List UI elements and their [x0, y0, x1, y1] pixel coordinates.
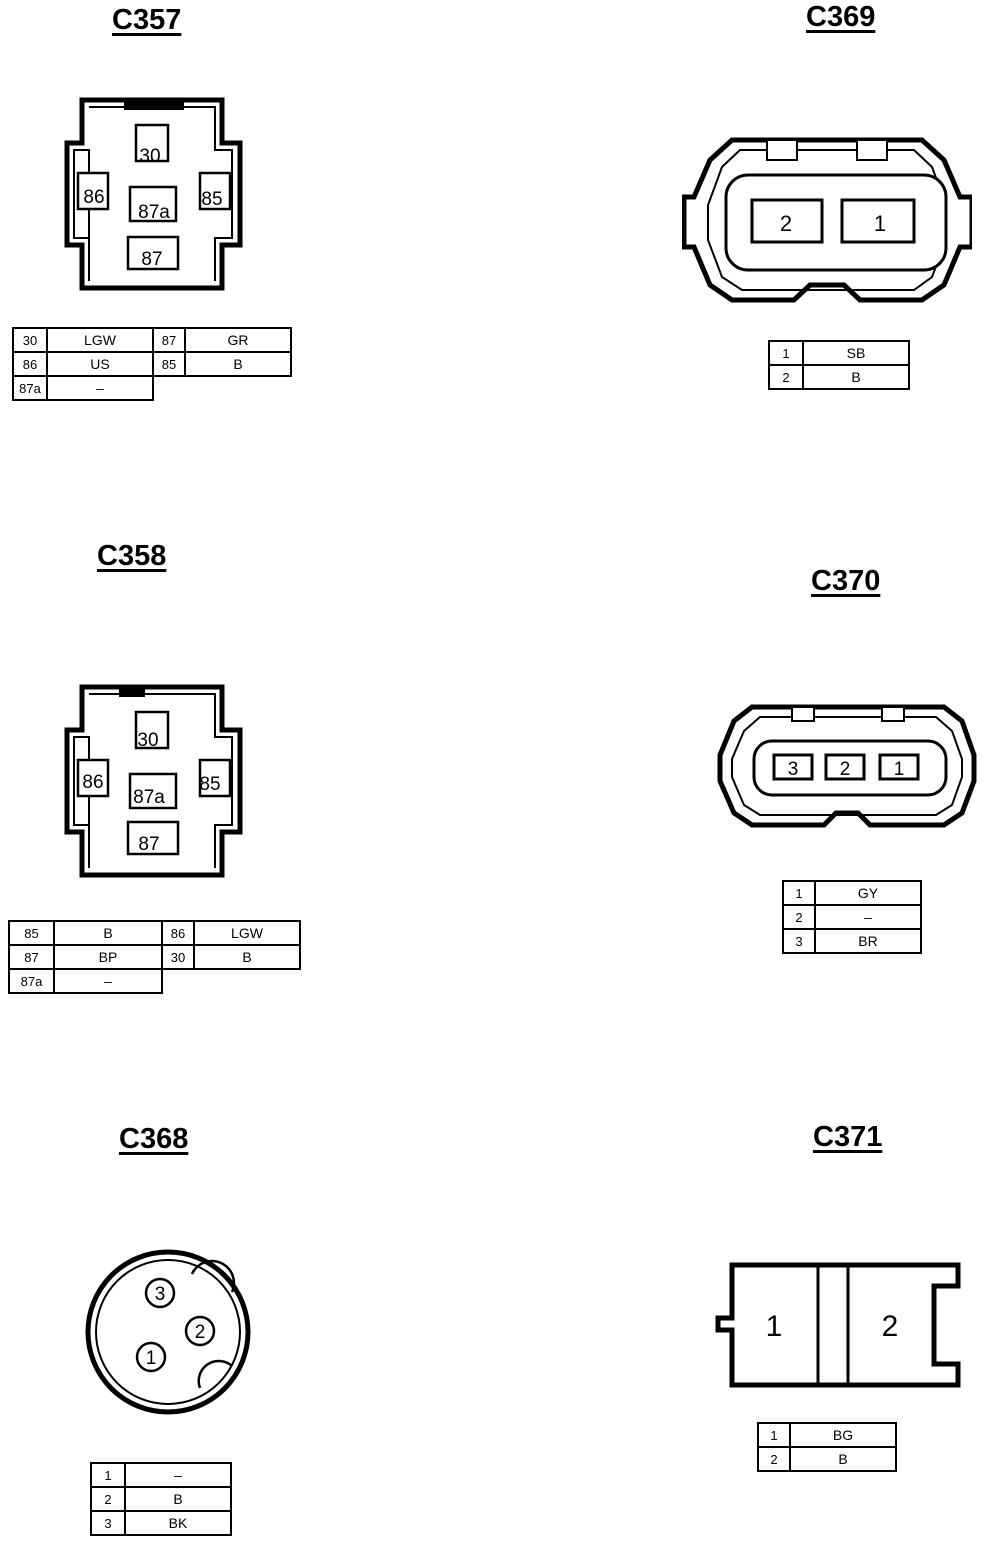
c369-cavity-1: 1 — [874, 211, 886, 236]
c358-cavity-87a: 87a — [133, 787, 165, 808]
c358-cavity-87: 87 — [138, 834, 159, 855]
c368-pinout-table: 1 – 2 B 3 BK — [90, 1462, 232, 1536]
c370-cavity-1: 1 — [894, 759, 905, 780]
c358-cavity-86: 86 — [82, 772, 103, 793]
c370-cavity-2: 2 — [840, 759, 851, 780]
c368-cavity-3: 3 — [155, 1284, 166, 1305]
table-row: 87 BP 30 B — [8, 944, 301, 970]
c357-title: C357 — [112, 4, 182, 36]
c370-pinout-table: 1 GY 2 – 3 BR — [782, 880, 922, 954]
c371-cavity-2: 2 — [882, 1310, 899, 1343]
c358-cavity-85: 85 — [199, 774, 220, 795]
table-row: 30 LGW 87 GR — [12, 327, 292, 353]
table-row: 1 – — [90, 1462, 232, 1488]
c358-pinout-table: 85 B 86 LGW 87 BP 30 B 87a – — [8, 920, 301, 994]
c368-cavity-1: 1 — [146, 1348, 157, 1369]
c358-connector-face: 30 86 87a 85 87 — [64, 684, 243, 878]
c369-title: C369 — [806, 1, 876, 33]
c357-cavity-86: 86 — [83, 187, 104, 208]
c368-title: C368 — [119, 1123, 189, 1155]
c370-connector-face: 3 2 1 — [717, 704, 977, 828]
table-row: 87a – — [8, 968, 300, 994]
c357-cavity-87a: 87a — [138, 202, 170, 223]
c357-cavity-87: 87 — [141, 249, 162, 270]
c357-pinout-table: 30 LGW 87 GR 86 US 85 B 87a – — [12, 327, 292, 401]
c370-cavity-3: 3 — [788, 759, 799, 780]
table-row: 1 SB — [768, 340, 910, 366]
c371-pinout-table: 1 BG 2 B — [757, 1422, 897, 1472]
table-row: 85 B 86 LGW — [8, 920, 301, 946]
c358-cavity-30: 30 — [137, 730, 158, 751]
table-row: 87a – — [12, 375, 291, 401]
c371-cavity-1: 1 — [766, 1310, 783, 1343]
c358-title: C358 — [97, 540, 167, 572]
c368-connector-face: 3 2 1 — [85, 1249, 251, 1415]
table-row: 3 BK — [90, 1510, 232, 1536]
c368-cavity-2: 2 — [195, 1322, 206, 1343]
c370-title: C370 — [811, 565, 881, 597]
c369-cavity-2: 2 — [780, 211, 792, 236]
table-row: 1 BG — [757, 1422, 897, 1448]
table-row: 86 US 85 B — [12, 351, 292, 377]
table-row: 1 GY — [782, 880, 922, 906]
table-row: 2 B — [90, 1486, 232, 1512]
table-row: 2 – — [782, 904, 922, 930]
table-row: 2 B — [757, 1446, 897, 1472]
c357-cavity-85: 85 — [201, 189, 222, 210]
c371-title: C371 — [813, 1121, 883, 1153]
table-row: 2 B — [768, 364, 910, 390]
table-row: 3 BR — [782, 928, 922, 954]
c371-connector-face: 1 2 — [715, 1262, 961, 1388]
c369-pinout-table: 1 SB 2 B — [768, 340, 910, 390]
c357-cavity-30: 30 — [139, 146, 160, 167]
c357-connector-face: 30 86 87a 85 87 — [64, 97, 243, 291]
c369-connector-face: 2 1 — [682, 137, 972, 303]
